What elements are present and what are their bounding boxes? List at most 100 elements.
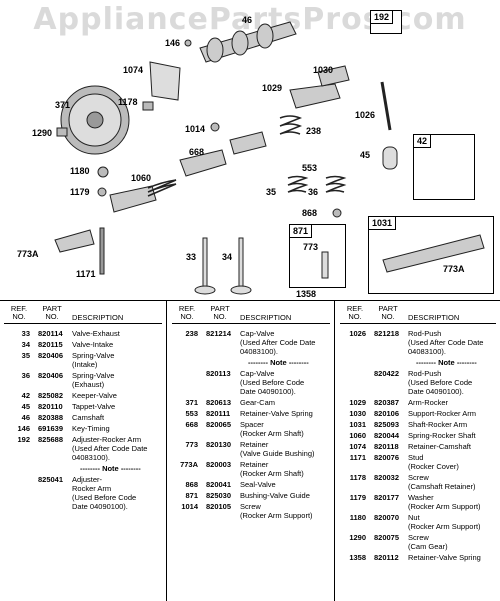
ref-number: 1031 (349, 420, 366, 429)
exploded-parts-diagram: AppliancePartsPros.com (0, 0, 500, 300)
callout-1014: 1014 (185, 124, 206, 134)
ref-number: 1029 (349, 398, 366, 407)
box-label-42: 42 (414, 135, 432, 148)
callout-36: 36 (308, 187, 319, 197)
callout-34: 34 (222, 252, 233, 262)
header-description: DESCRIPTION (72, 313, 124, 322)
part-description: Valve-Exhaust (72, 329, 120, 338)
ref-number: 33 (21, 329, 30, 338)
part-number: 820065 (206, 420, 232, 429)
part-description: Adjuster-Rocker Arm(Used After Code Date… (72, 435, 148, 462)
callout-238: 238 (306, 126, 322, 136)
valve-guide-bushing-drawing (321, 251, 329, 279)
column-divider (166, 301, 167, 601)
callout-35: 35 (266, 187, 277, 197)
part-number: 820114 (38, 329, 63, 338)
ref-number: 42 (21, 391, 30, 400)
rocker-arms-drawing (54, 65, 350, 253)
callout-668: 668 (189, 147, 205, 157)
ref-number: 773A (180, 460, 198, 469)
camshaft-drawing (199, 21, 297, 63)
ref-number: 868 (185, 480, 198, 489)
note-label: -------- Note -------- (248, 358, 309, 367)
part-number: 820075 (374, 533, 400, 542)
box-192: 192 (370, 10, 402, 34)
part-number: 820041 (206, 480, 232, 489)
ref-number: 1180 (349, 513, 366, 522)
push-rod-drawing (380, 81, 392, 131)
part-number: 820422 (374, 369, 400, 378)
callout-1290: 1290 (32, 128, 53, 138)
part-number: 820118 (374, 442, 399, 451)
callout-1060: 1060 (131, 173, 152, 183)
part-number: 691639 (38, 424, 64, 433)
springs-drawing (147, 115, 347, 197)
part-description: Retainer(Valve Guide Bushing) (240, 440, 315, 458)
part-description: Support-Rocker Arm (408, 409, 476, 418)
callout-46: 46 (242, 15, 253, 25)
part-number: 820388 (38, 413, 64, 422)
part-number: 825093 (374, 420, 400, 429)
callout-1030: 1030 (313, 65, 334, 75)
callout-1171: 1171 (76, 269, 96, 279)
callout-1074: 1074 (123, 65, 144, 75)
part-description: Spacer(Rocker Arm Shaft) (240, 420, 304, 438)
header-divider (340, 323, 496, 324)
callout-868: 868 (302, 208, 318, 218)
part-description: Retainer(Rocker Arm Shaft) (240, 460, 304, 478)
cam-gear-drawing (60, 85, 130, 155)
callout-371: 371 (55, 100, 71, 110)
part-number: 825030 (206, 491, 232, 500)
header-ref-no: REF.NO. (10, 304, 28, 321)
ref-number: 871 (185, 491, 198, 500)
callout-146: 146 (165, 38, 181, 48)
ref-number: 1074 (349, 442, 366, 451)
callout-773a-box: 773A (443, 264, 465, 274)
part-number: 820406 (38, 371, 64, 380)
part-number: 820112 (374, 553, 399, 562)
callout-1026: 1026 (355, 110, 376, 120)
part-description: Stud(Rocker Cover) (408, 453, 459, 471)
part-description: Retainer-Camshaft (408, 442, 471, 451)
header-ref-no: REF.NO. (178, 304, 196, 321)
ref-number: 1290 (349, 533, 366, 542)
part-number: 820070 (374, 513, 400, 522)
ref-number: 238 (185, 329, 198, 338)
part-number: 820177 (374, 493, 400, 502)
part-number: 820106 (374, 409, 400, 418)
part-description: Valve-Intake (72, 340, 114, 349)
tappet-drawing (382, 146, 398, 170)
part-number: 821214 (206, 329, 232, 338)
ref-number: 1178 (349, 473, 366, 482)
box-label-871: 871 (290, 225, 313, 238)
header-ref-no: REF.NO. (346, 304, 364, 321)
part-number: 820044 (374, 431, 400, 440)
fasteners-drawing (56, 39, 342, 218)
part-number: 820076 (374, 453, 400, 462)
part-description: Spring-Rocker Shaft (408, 431, 476, 440)
column-divider (334, 301, 335, 601)
part-number: 825041 (38, 475, 64, 484)
ref-number: 553 (185, 409, 198, 418)
ref-number: 371 (185, 398, 198, 407)
ref-number: 1060 (349, 431, 366, 440)
ref-number: 45 (21, 402, 30, 411)
valves-drawing (194, 237, 252, 295)
box-42: 42 (413, 134, 475, 200)
part-number: 820113 (206, 369, 231, 378)
part-description: Shaft-Rocker Arm (408, 420, 468, 429)
rocker-shaft-drawing (382, 234, 485, 273)
part-description: Retainer-Valve Spring (240, 409, 313, 418)
ref-number: 1358 (349, 553, 366, 562)
